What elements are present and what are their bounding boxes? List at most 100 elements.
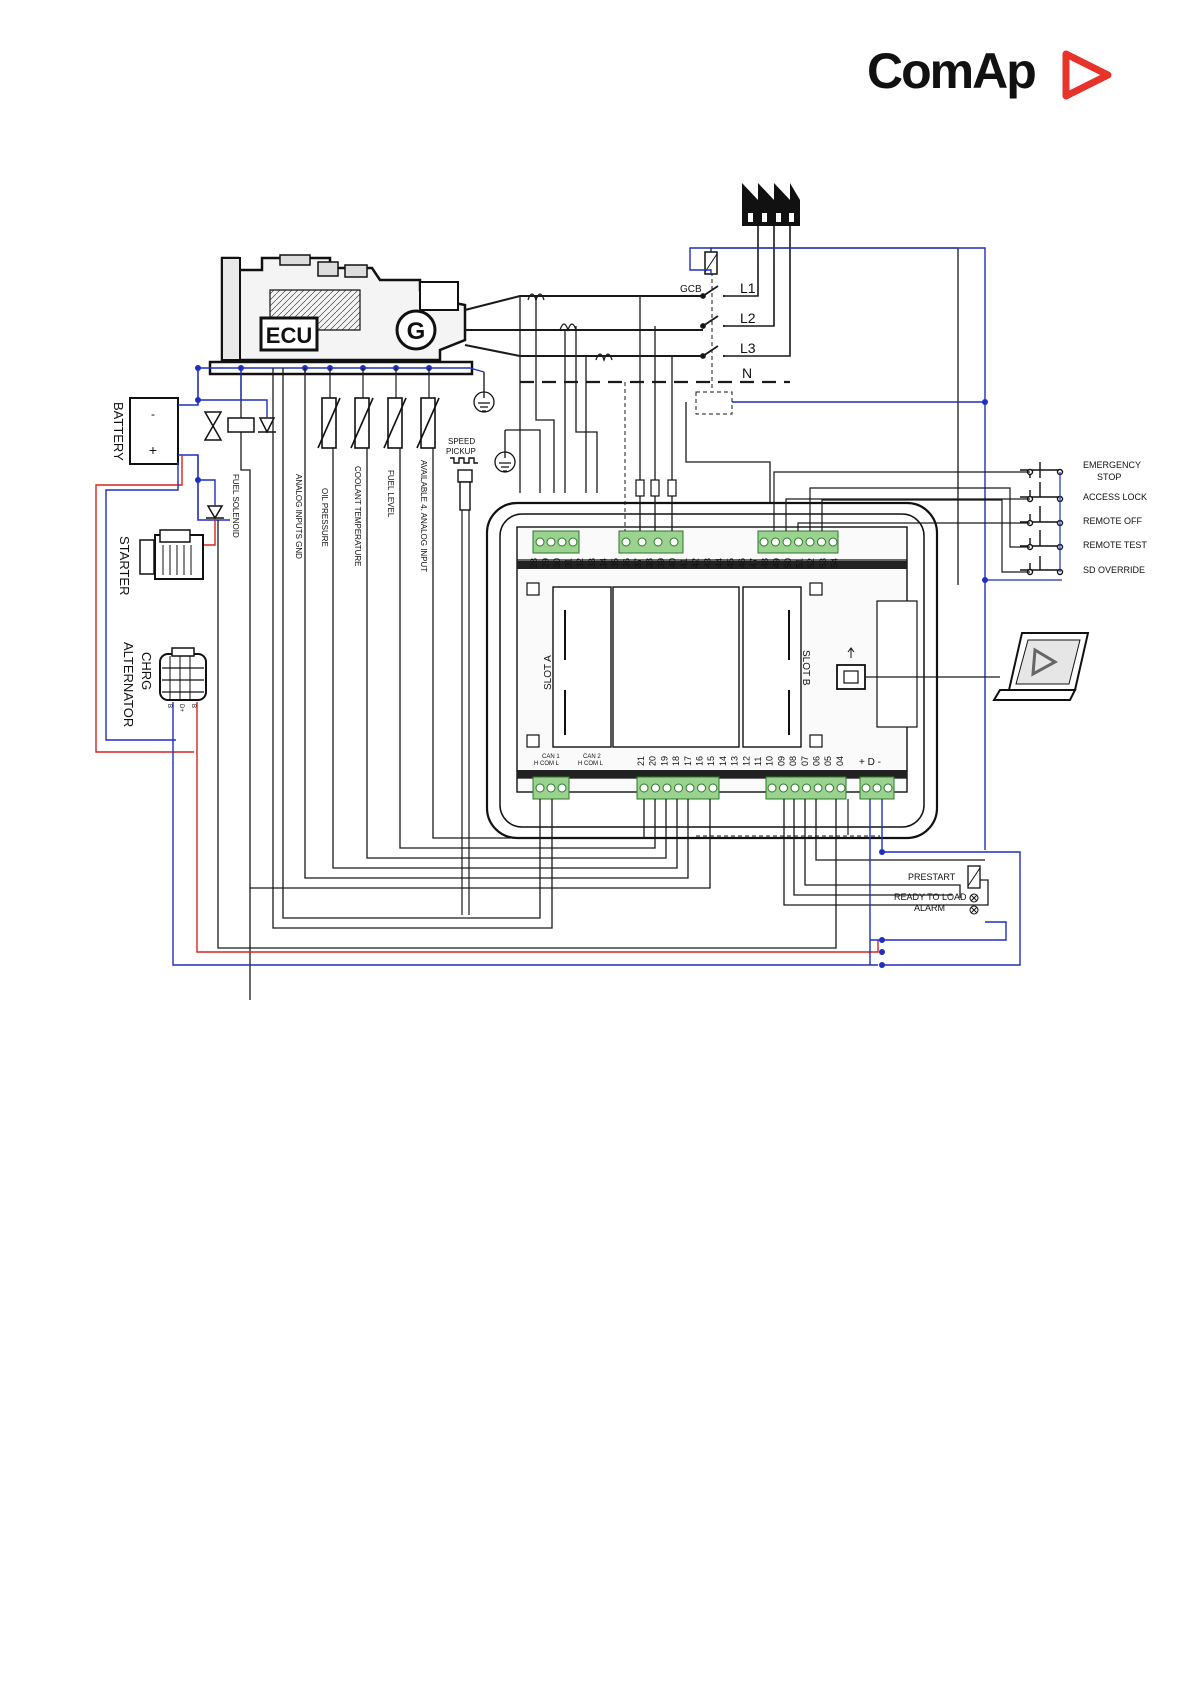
top-terminal-number: 43 — [702, 558, 712, 568]
top-terminal-number: 31 — [564, 558, 574, 568]
bottom-terminal-number: 14 — [718, 756, 728, 766]
bottom-terminal-number: 21 — [636, 756, 646, 766]
bottom-terminal-number: 17 — [683, 756, 693, 766]
comap-logo: ComAp — [867, 42, 1112, 112]
terminal-screw — [535, 537, 545, 547]
bottom-terminal-number: 10 — [765, 756, 775, 766]
top-screws — [535, 537, 838, 547]
starter-label: STARTER — [117, 536, 132, 595]
top-terminal-number: 32 — [575, 558, 585, 568]
terminal-screw — [653, 537, 663, 547]
starter-diode-symbol — [206, 505, 224, 520]
phase-l2-label: L2 — [740, 310, 756, 326]
battery-plus: + — [149, 442, 157, 458]
phase-l1-label: L1 — [740, 280, 756, 296]
terminal-screw — [872, 783, 882, 793]
top-terminal-number: 37 — [633, 558, 643, 568]
emergency-stop-line2: STOP — [1097, 472, 1121, 482]
alternator-label-line2: ALTERNATOR — [121, 642, 136, 727]
voltage-fuses — [635, 479, 677, 497]
top-terminal-number: 49 — [772, 558, 782, 568]
bottom-terminal-number: 12 — [741, 756, 751, 766]
top-terminal-number: 39 — [656, 558, 666, 568]
top-terminal-number: 41 — [679, 558, 689, 568]
terminal-screw — [535, 783, 545, 793]
terminal-screw — [651, 783, 660, 793]
terminal-screw — [813, 783, 823, 793]
terminal-screw — [883, 783, 893, 793]
terminal-screw — [557, 537, 567, 547]
slot-a-label: SLOT A — [543, 655, 554, 690]
laptop-icon[interactable] — [992, 632, 1090, 701]
terminal-screw — [825, 783, 834, 793]
top-terminal-number: 47 — [748, 558, 758, 568]
lamp-icon — [969, 893, 979, 915]
terminal-screw — [568, 537, 578, 547]
terminal-screw — [794, 537, 803, 547]
bottom-terminal-number: 09 — [776, 756, 786, 766]
can2-title: CAN 2 — [583, 754, 601, 760]
terminal-screw — [546, 537, 556, 547]
top-terminal-number: 33 — [587, 558, 597, 568]
top-terminal-number: 50 — [783, 558, 793, 568]
terminal-screw — [759, 537, 769, 547]
wiring-diagram: ECU G GCB L1 L2 L3 N - + BATTERY — [95, 183, 1147, 1000]
sd-override-label: SD OVERRIDE — [1083, 565, 1145, 575]
starter — [139, 529, 204, 580]
slot-b-label: SLOT B — [800, 650, 811, 686]
terminal-screw — [771, 537, 780, 547]
battery: - + — [129, 397, 179, 465]
terminal-screw — [546, 783, 556, 793]
speed-pickup-line2: PICKUP — [446, 447, 476, 456]
top-terminal-number: 42 — [691, 558, 701, 568]
bottom-screws — [535, 783, 893, 793]
speed-pickup-line1: SPEED — [448, 437, 475, 446]
top-terminal-number: 45 — [725, 558, 735, 568]
terminal-screw — [790, 783, 800, 793]
top-terminal-number: 40 — [668, 558, 678, 568]
controller-unit — [485, 501, 939, 840]
label-analog-gnd: ANALOG INPUTS GND — [294, 474, 303, 559]
terminal-screw — [621, 537, 631, 547]
ground-icon — [473, 372, 516, 473]
top-terminal-number: 52 — [806, 558, 816, 568]
battery-minus: - — [151, 407, 155, 421]
can1-title: CAN 1 — [542, 754, 560, 760]
top-terminal-number: 29 — [541, 558, 551, 568]
terminal-screw — [685, 783, 695, 793]
bottom-terminal-number: 13 — [730, 756, 740, 766]
terminal-screw — [817, 537, 826, 547]
terminal-screw — [861, 783, 871, 793]
label-fuel-level: FUEL LEVEL — [386, 470, 395, 518]
alternator-pin-d: D+ — [178, 704, 184, 712]
remote-test-label: REMOTE TEST — [1083, 540, 1147, 550]
bottom-terminal-number: 19 — [659, 756, 669, 766]
binary-input-switches — [1020, 462, 1064, 576]
top-terminal-number: 53 — [818, 558, 828, 568]
top-terminal-number: 28 — [529, 558, 539, 568]
can2-pins: H COM L — [578, 761, 604, 767]
top-terminal-number: 54 — [829, 558, 839, 568]
alternator-pin-b1: B — [166, 704, 172, 708]
label-coolant-temp: COOLANT TEMPERATURE — [353, 466, 362, 566]
gcb-breaker — [700, 265, 725, 390]
access-lock-label: ACCESS LOCK — [1083, 492, 1147, 502]
top-terminal-number: 38 — [645, 558, 655, 568]
terminal-screw — [557, 783, 567, 793]
top-terminal-number: 46 — [737, 558, 747, 568]
terminal-screw — [836, 783, 846, 793]
bottom-terminal-number: 15 — [706, 756, 716, 766]
terminal-screw — [669, 537, 679, 547]
top-terminal-number: 44 — [714, 558, 724, 568]
terminal-screw — [697, 783, 706, 793]
bottom-terminal-number: 18 — [671, 756, 681, 766]
label-fuel-solenoid: FUEL SOLENOID — [231, 474, 240, 538]
emergency-stop-line1: EMERGENCY — [1083, 460, 1141, 470]
terminal-screw — [767, 783, 777, 793]
speed-pickup-sensor — [450, 457, 478, 511]
terminal-screw — [779, 783, 788, 793]
power-terminal-label: + D - — [859, 757, 881, 768]
bottom-terminal-number: 20 — [648, 756, 658, 766]
